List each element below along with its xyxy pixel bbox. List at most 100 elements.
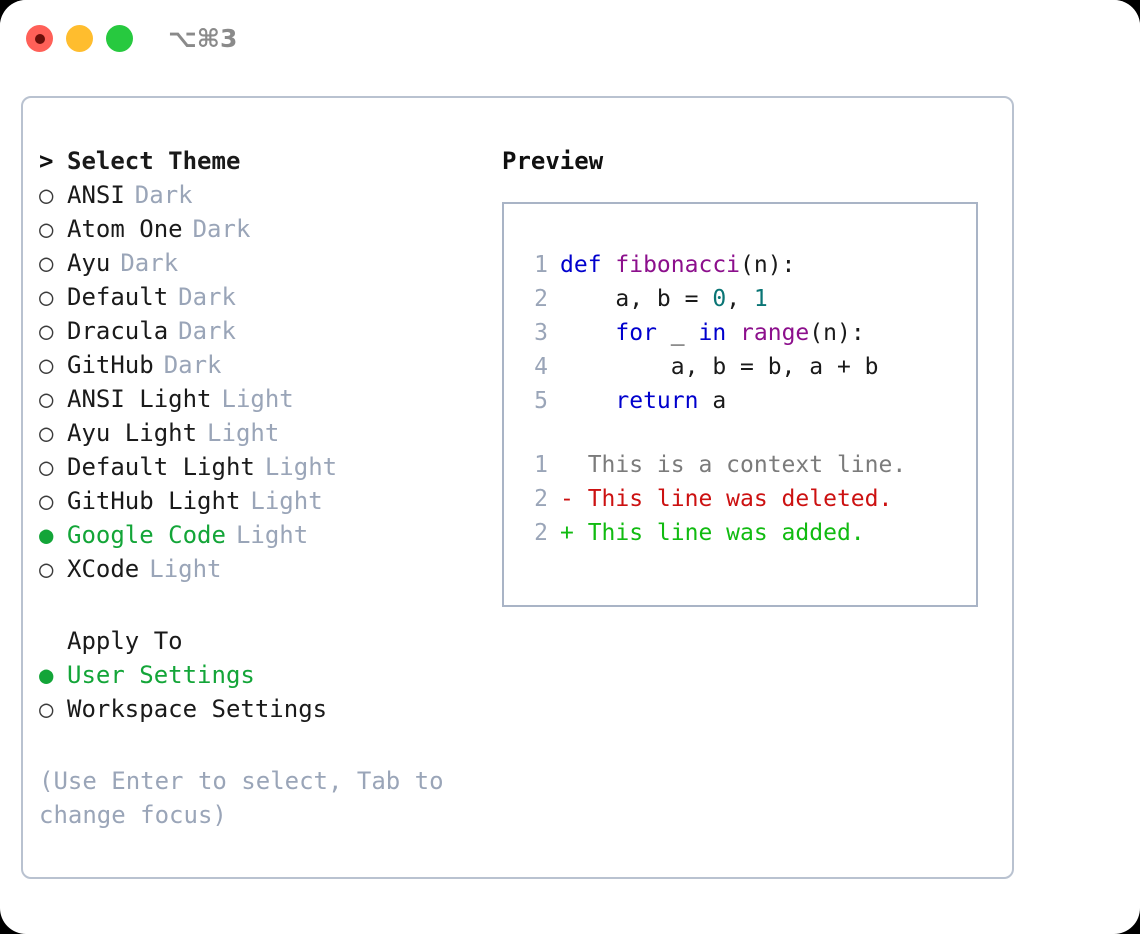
diff-line: 2 + This line was added. bbox=[504, 516, 976, 550]
theme-list-header: > Select Theme bbox=[39, 144, 479, 178]
theme-variant-tag: Light bbox=[149, 555, 222, 583]
theme-variant-tag: Dark bbox=[178, 317, 236, 345]
radio-unselected-icon[interactable]: ○ bbox=[39, 215, 54, 243]
close-window-button[interactable] bbox=[26, 25, 53, 52]
code-token: a bbox=[698, 388, 727, 414]
theme-option-row[interactable]: ○ Ayu Dark bbox=[39, 246, 479, 280]
radio-unselected-icon[interactable]: ○ bbox=[39, 453, 54, 481]
code-token: for bbox=[615, 320, 657, 346]
code-token: (n): bbox=[809, 320, 865, 346]
code-token: , bbox=[726, 286, 754, 312]
code-token: a, b = b, a + b bbox=[560, 354, 879, 380]
radio-unselected-icon[interactable]: ○ bbox=[39, 695, 54, 723]
apply-to-header: Apply To bbox=[39, 624, 479, 658]
code-token: a, b = bbox=[560, 286, 713, 312]
diff-line: 1 This is a context line. bbox=[504, 448, 976, 482]
code-token: (n): bbox=[740, 252, 796, 278]
line-number: 4 bbox=[534, 354, 548, 380]
radio-unselected-icon[interactable]: ○ bbox=[39, 351, 54, 379]
apply-to-options-list: ● User Settings ○ Workspace Settings bbox=[39, 658, 479, 726]
theme-option-label: XCode bbox=[67, 555, 140, 583]
theme-variant-tag: Dark bbox=[192, 215, 251, 243]
theme-option-row[interactable]: ● Google Code Light bbox=[39, 518, 479, 552]
traffic-light-group bbox=[26, 25, 133, 52]
title-bar: ⌥⌘3 bbox=[0, 0, 1140, 78]
theme-option-row[interactable]: ○ Dracula Dark bbox=[39, 314, 479, 348]
code-token bbox=[560, 388, 615, 414]
code-token: fibonacci bbox=[615, 252, 741, 278]
diff-line-text: This is a context line. bbox=[560, 452, 907, 478]
radio-selected-icon[interactable]: ● bbox=[39, 661, 54, 689]
theme-variant-tag: Dark bbox=[134, 181, 193, 209]
line-number: 2 bbox=[534, 520, 548, 546]
theme-variant-tag: Dark bbox=[120, 249, 179, 277]
radio-selected-icon[interactable]: ● bbox=[39, 521, 54, 549]
radio-unselected-icon[interactable]: ○ bbox=[39, 181, 54, 209]
code-token: _ bbox=[656, 320, 699, 346]
code-line: 2 a, b = 0, 1 bbox=[504, 282, 976, 316]
diff-line-text: - This line was deleted. bbox=[560, 486, 893, 512]
theme-list-header-label: Select Theme bbox=[67, 147, 241, 175]
theme-option-label: Ayu Light bbox=[67, 419, 198, 447]
line-number: 2 bbox=[534, 286, 548, 312]
section-spacer bbox=[39, 586, 479, 624]
apply-to-option-row[interactable]: ● User Settings bbox=[39, 658, 479, 692]
theme-option-label: ANSI bbox=[67, 181, 125, 209]
code-line-text: for _ in range(n): bbox=[560, 316, 865, 350]
radio-unselected-icon[interactable]: ○ bbox=[39, 249, 54, 277]
theme-option-label: Atom One bbox=[67, 215, 183, 243]
code-line-text: a, b = b, a + b bbox=[560, 350, 879, 384]
preview-heading: Preview bbox=[502, 147, 604, 175]
code-token: 0 bbox=[712, 286, 727, 312]
maximize-window-button[interactable] bbox=[106, 25, 133, 52]
code-line-text: def fibonacci(n): bbox=[560, 248, 795, 282]
code-line: 4 a, b = b, a + b bbox=[504, 350, 976, 384]
theme-variant-tag: Light bbox=[221, 385, 294, 413]
theme-variant-tag: Light bbox=[250, 487, 323, 515]
theme-variant-tag: Light bbox=[235, 521, 309, 549]
theme-option-row[interactable]: ○ ANSI Dark bbox=[39, 178, 479, 212]
code-token: return bbox=[615, 388, 699, 414]
radio-unselected-icon[interactable]: ○ bbox=[39, 487, 54, 515]
line-number: 1 bbox=[534, 452, 548, 478]
theme-variant-tag: Dark bbox=[163, 351, 222, 379]
apply-to-option-label: User Settings bbox=[67, 661, 255, 689]
theme-option-label: Ayu bbox=[67, 249, 111, 277]
radio-unselected-icon[interactable]: ○ bbox=[39, 317, 54, 345]
theme-option-row[interactable]: ○ XCode Light bbox=[39, 552, 479, 586]
minimize-window-button[interactable] bbox=[66, 25, 93, 52]
selection-caret-icon: > bbox=[39, 147, 54, 175]
radio-unselected-icon[interactable]: ○ bbox=[39, 555, 54, 583]
radio-unselected-icon[interactable]: ○ bbox=[39, 283, 54, 311]
theme-option-label: Google Code bbox=[67, 521, 226, 549]
spacer-icon bbox=[39, 624, 67, 658]
radio-unselected-icon[interactable]: ○ bbox=[39, 419, 54, 447]
code-token: range bbox=[740, 320, 810, 346]
code-line-text: return a bbox=[560, 384, 726, 418]
theme-option-label: Default bbox=[67, 283, 169, 311]
apply-to-option-row[interactable]: ○ Workspace Settings bbox=[39, 692, 479, 726]
line-number: 1 bbox=[534, 252, 548, 278]
diff-line-text: + This line was added. bbox=[560, 520, 865, 546]
code-blank-spacer bbox=[504, 418, 976, 448]
line-number: 2 bbox=[534, 486, 548, 512]
keyboard-shortcut-label: ⌥⌘3 bbox=[168, 24, 238, 53]
theme-option-label: Default Light bbox=[67, 453, 255, 481]
code-token: 1 bbox=[753, 286, 768, 312]
theme-option-row[interactable]: ○ Atom One Dark bbox=[39, 212, 479, 246]
theme-option-label: Dracula bbox=[67, 317, 169, 345]
line-number: 5 bbox=[534, 388, 548, 414]
apply-to-option-label: Workspace Settings bbox=[67, 695, 328, 723]
radio-unselected-icon[interactable]: ○ bbox=[39, 385, 54, 413]
line-number: 3 bbox=[534, 320, 548, 346]
